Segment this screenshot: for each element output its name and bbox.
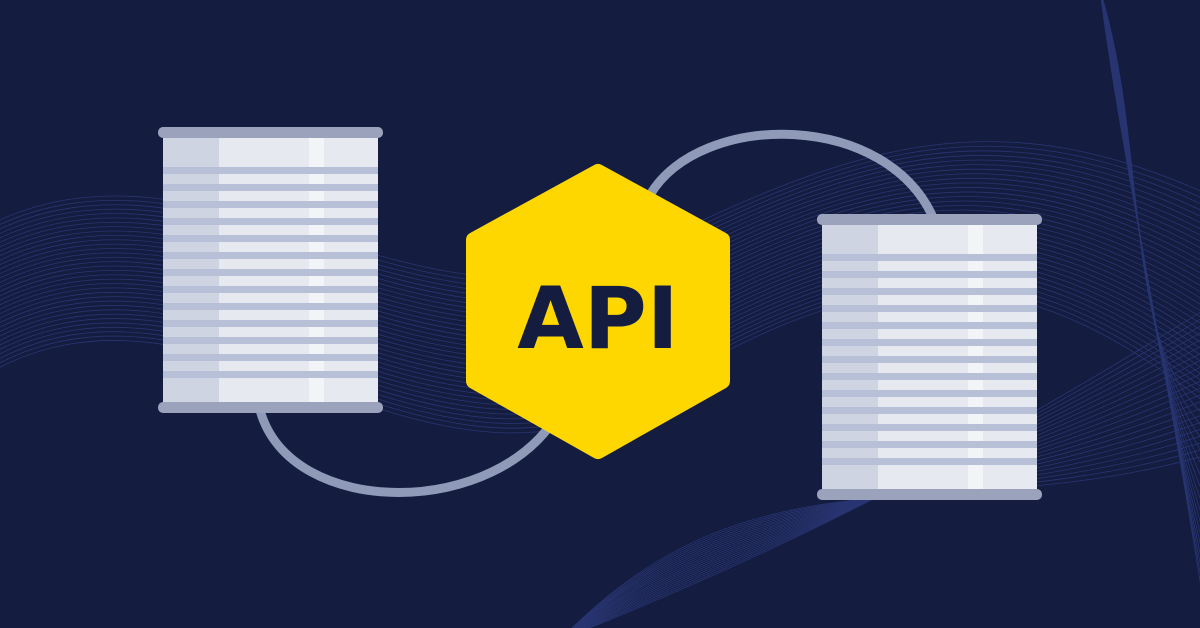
can-rib [163,167,378,174]
string-right-loop [645,129,940,227]
can-rib [163,252,378,259]
hexagon-outline [466,164,730,459]
can-rib [163,286,378,293]
can-rib [163,337,378,344]
can-rib [163,235,378,242]
tin-can-left [158,127,383,413]
wave-line [1100,0,1200,584]
can-rib [822,288,1037,295]
tin-can-right [817,214,1042,500]
can-rib [163,320,378,327]
can-rib [822,271,1037,278]
can-rim-bottom [158,402,383,413]
can-rib [163,218,378,225]
can-rib [822,305,1037,312]
can-rib [163,201,378,208]
can-rib [822,441,1037,448]
can-rib [822,254,1037,261]
can-rib [163,303,378,310]
can-rib [163,184,378,191]
can-rib [822,322,1037,329]
can-rib [822,356,1037,363]
can-rim-bottom [817,489,1042,500]
can-rib [822,390,1037,397]
can-rim-top [158,127,383,138]
can-rib [822,458,1037,465]
can-rib [822,424,1037,431]
hexagon-icon [474,172,722,451]
can-rib [163,371,378,378]
api-badge: API [466,164,730,459]
can-rib [822,407,1037,414]
can-rib [163,269,378,276]
can-rib [163,354,378,361]
can-rim-top [817,214,1042,225]
can-rib [822,373,1037,380]
can-rib [822,339,1037,346]
api-label: API [517,269,679,369]
string-left-loop [255,405,565,497]
